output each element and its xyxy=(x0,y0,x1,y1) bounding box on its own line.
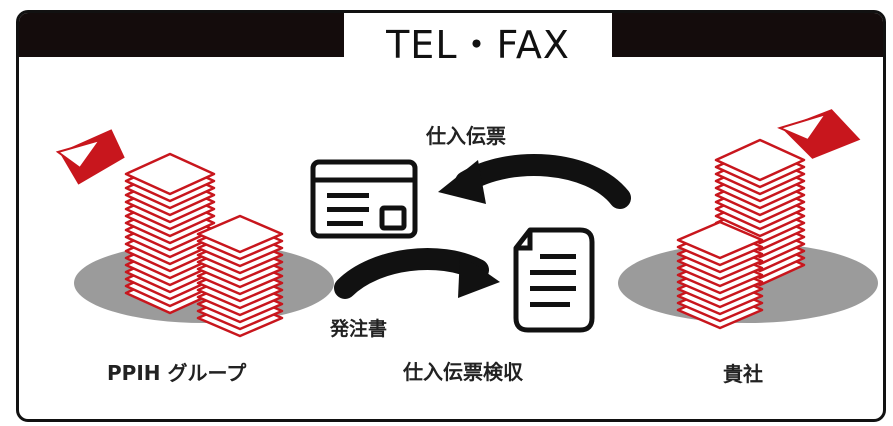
invoice-card-icon xyxy=(310,159,418,239)
left-large-paper-stack xyxy=(124,152,216,315)
right-flying-sheet-icon xyxy=(777,106,864,162)
paper-sheet xyxy=(124,152,216,196)
invoice-return-arrow xyxy=(438,154,631,209)
right-front-paper-stack xyxy=(676,220,764,330)
document-icon xyxy=(513,227,595,333)
paper-sheet xyxy=(196,214,284,254)
invoice-label: 仕入伝票 xyxy=(426,124,506,148)
paper-sheet xyxy=(676,220,764,260)
diagram-title: TEL・FAX xyxy=(344,13,612,69)
left-small-paper-stack xyxy=(196,214,284,338)
inspection-label: 仕入伝票検収 xyxy=(403,360,523,384)
paper-sheet xyxy=(714,138,806,182)
right-party-label: 貴社 xyxy=(723,362,763,386)
order-send-arrow xyxy=(334,248,500,299)
left-party-label: PPIH グループ xyxy=(107,361,247,385)
left-flying-sheet-icon xyxy=(55,126,128,188)
order-label: 発注書 xyxy=(330,318,388,340)
